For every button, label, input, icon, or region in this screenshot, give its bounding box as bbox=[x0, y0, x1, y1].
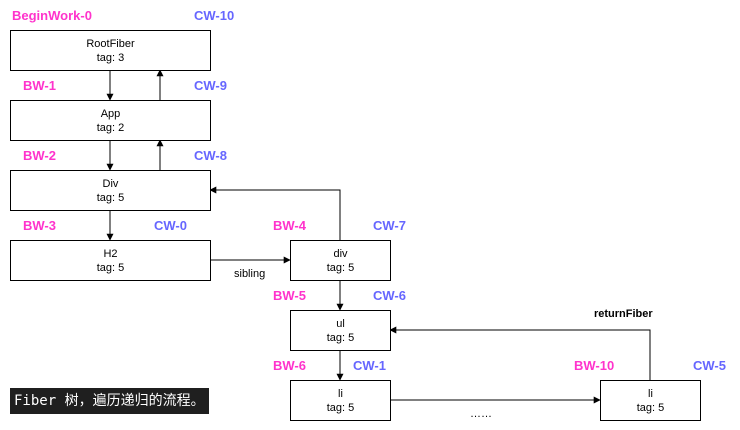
begin-work-label-li-last: BW-10 bbox=[574, 358, 615, 373]
begin-work-label-div-lower: BW-4 bbox=[273, 218, 306, 233]
complete-work-label-ul: CW-6 bbox=[373, 288, 406, 303]
return-fiber-edge-label: returnFiber bbox=[594, 308, 653, 320]
fiber-node-tag: tag: 5 bbox=[326, 261, 355, 274]
fiber-node-name: RootFiber bbox=[86, 37, 135, 50]
fiber-node-name: div bbox=[333, 247, 348, 260]
fiber-node-tag: tag: 5 bbox=[96, 261, 125, 274]
begin-work-label-root-fiber: BeginWork-0 bbox=[12, 8, 92, 23]
complete-work-label-div-upper: CW-8 bbox=[194, 148, 227, 163]
fiber-node-name: H2 bbox=[103, 247, 118, 260]
fiber-node-tag: tag: 5 bbox=[636, 401, 665, 414]
fiber-node-ul: ul tag: 5 bbox=[290, 310, 391, 351]
diagram-caption: Fiber 树，遍历递归的流程。 bbox=[10, 388, 209, 414]
fiber-node-tag: tag: 5 bbox=[326, 331, 355, 344]
complete-work-label-root-fiber: CW-10 bbox=[194, 8, 235, 23]
begin-work-label-li-first: BW-6 bbox=[273, 358, 306, 373]
fiber-node-name: App bbox=[100, 107, 121, 120]
fiber-node-root-fiber: RootFiber tag: 3 bbox=[10, 30, 211, 71]
fiber-node-name: li bbox=[648, 387, 653, 400]
arrow-li-return-to-ul bbox=[389, 326, 651, 380]
fiber-node-name: ul bbox=[336, 317, 345, 330]
fiber-node-div-upper: Div tag: 5 bbox=[10, 170, 211, 211]
complete-work-label-li-last: CW-5 bbox=[693, 358, 726, 373]
complete-work-label-h2: CW-0 bbox=[154, 218, 187, 233]
fiber-node-li-first: li tag: 5 bbox=[290, 380, 391, 421]
complete-work-label-div-lower: CW-7 bbox=[373, 218, 406, 233]
complete-work-label-app: CW-9 bbox=[194, 78, 227, 93]
fiber-node-tag: tag: 2 bbox=[96, 121, 125, 134]
fiber-node-tag: tag: 5 bbox=[326, 401, 355, 414]
fiber-node-h2: H2 tag: 5 bbox=[10, 240, 211, 281]
begin-work-label-h2: BW-3 bbox=[23, 218, 56, 233]
begin-work-label-div-upper: BW-2 bbox=[23, 148, 56, 163]
fiber-node-app: App tag: 2 bbox=[10, 100, 211, 141]
fiber-node-name: Div bbox=[102, 177, 119, 190]
fiber-node-div-lower: div tag: 5 bbox=[290, 240, 391, 281]
fiber-node-name: li bbox=[338, 387, 343, 400]
fiber-node-tag: tag: 5 bbox=[96, 191, 125, 204]
complete-work-label-li-first: CW-1 bbox=[353, 358, 386, 373]
begin-work-label-app: BW-1 bbox=[23, 78, 56, 93]
ellipsis-edge-label: …… bbox=[470, 408, 492, 420]
fiber-node-tag: tag: 3 bbox=[96, 51, 125, 64]
sibling-edge-label: sibling bbox=[234, 268, 266, 280]
arrow-div-return-to-div bbox=[209, 186, 341, 240]
fiber-node-li-last: li tag: 5 bbox=[600, 380, 701, 421]
begin-work-label-ul: BW-5 bbox=[273, 288, 306, 303]
